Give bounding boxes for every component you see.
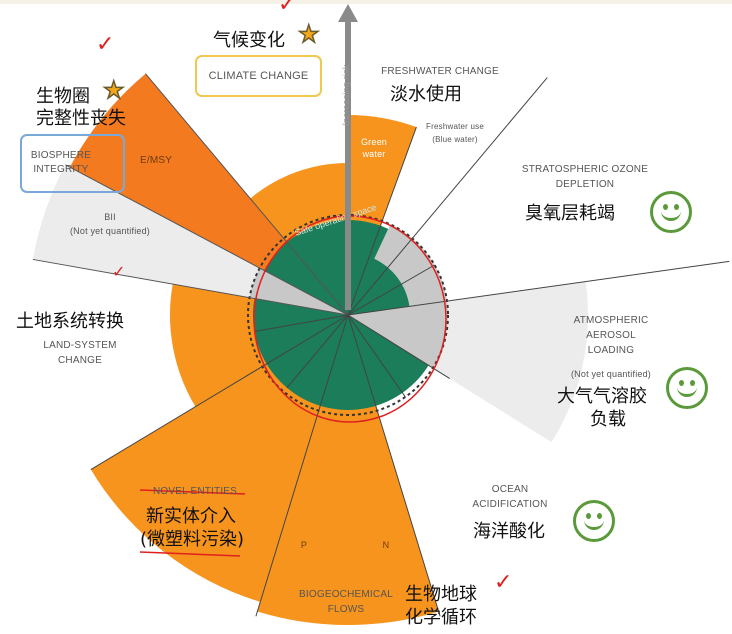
novel-entities-wedge [90, 315, 349, 602]
biogeo-cn-line2: 化学循环 [405, 607, 477, 628]
bii-label: BII [104, 212, 116, 222]
sector-divider-line [347, 260, 730, 316]
sector-divider-line [347, 77, 548, 316]
ozone-cn-label: 臭氧层耗竭 [525, 203, 615, 224]
smiley-icon [666, 367, 708, 409]
sector-divider-line [90, 314, 349, 470]
blue-water-line2: (Blue water) [432, 135, 478, 144]
top-band [0, 0, 732, 4]
novel-cn-line1: 新实体介入 [146, 506, 236, 527]
green-water-line2: water [362, 149, 386, 159]
check-mark-icon: ✓ [112, 262, 126, 281]
climate-cn-label: 气候变化 [213, 30, 285, 51]
smiley-icon [650, 191, 692, 233]
star-icon: ★ [102, 76, 125, 104]
sector-divider-line [347, 314, 441, 617]
ocean-label-1: OCEAN [491, 484, 529, 495]
land-label-1: LAND-SYSTEM [43, 340, 117, 351]
sector-divider-line [254, 314, 349, 332]
freshwater-cn-label: 淡水使用 [390, 84, 462, 105]
biosphere-cn-line1: 生物圈 [36, 86, 90, 107]
bii-note: (Not yet quantified) [69, 226, 151, 236]
aerosol-note: (Not yet quantified) [570, 369, 652, 379]
smiley-icon [573, 500, 615, 542]
emsy-label: E/MSY [140, 155, 173, 166]
aerosol-cn-line2: 负载 [590, 409, 626, 430]
aerosol-core-wedge [348, 301, 448, 368]
freshwater-change-label: FRESHWATER CHANGE [381, 66, 499, 77]
freshwater-grey-ring [374, 224, 448, 307]
ozone-label-1: STRATOSPHERIC OZONE [521, 164, 649, 175]
increasing-risk-arrow-icon [338, 4, 358, 310]
sector-divider-line [347, 314, 406, 398]
sector-divider-line [347, 314, 451, 380]
sector-divider-line [145, 73, 349, 316]
check-mark-icon: ✓ [96, 32, 115, 57]
sector-divider-line [255, 314, 349, 617]
blue-water-line1: Freshwater use [426, 122, 484, 131]
aerosol-label-2: AEROSOL [586, 330, 636, 341]
increasing-risk-label: Increasing risk [341, 64, 351, 126]
aerosol-label-1: ATMOSPHERIC [573, 315, 649, 326]
biosphere-label-1: BIOSPHERE [30, 150, 92, 161]
sector-divider-line [286, 314, 349, 389]
land-cn-label: 土地系统转换 [16, 311, 124, 332]
sector-divider-line [347, 126, 417, 316]
climate-change-label: CLIMATE CHANGE [208, 70, 309, 82]
sector-divider-line [347, 264, 435, 316]
green-water-line1: Green [360, 137, 387, 147]
novel-cn-line2: (微塑料污染) [140, 529, 245, 550]
ocean-label-2: ACIDIFICATION [472, 499, 548, 510]
biogeo-cn-line1: 生物地球 [405, 584, 477, 605]
bii-core-wedge [249, 268, 348, 315]
check-mark-icon: ✓ [278, 0, 297, 17]
sector-divider-line [32, 258, 349, 316]
p-label: P [300, 540, 308, 550]
ocean-cn-label: 海洋酸化 [473, 521, 545, 542]
aerosol-cn-line1: 大气气溶胶 [557, 386, 647, 407]
climate-change-box: CLIMATE CHANGE [195, 55, 322, 97]
aerosol-label-3: LOADING [587, 345, 635, 356]
biogeo-label-1: BIOGEOCHEMICAL [299, 589, 393, 600]
n-label: N [382, 540, 390, 550]
land-label-2: CHANGE [58, 355, 102, 366]
biosphere-label-2: INTEGRITY [33, 164, 89, 175]
ozone-label-2: DEPLETION [555, 179, 615, 190]
handwritten-underline [139, 489, 246, 495]
sector-divider-line [65, 164, 349, 316]
handwritten-underline [139, 551, 241, 557]
biogeo-label-2: FLOWS [327, 604, 365, 615]
check-mark-icon: ✓ [494, 570, 513, 595]
biosphere-cn-line2: 完整性丧失 [36, 108, 126, 129]
star-icon: ★ [297, 20, 320, 48]
novel-entities-label: NOVEL ENTITIES [152, 486, 238, 497]
biosphere-integrity-box: BIOSPHERE INTEGRITY [20, 134, 125, 193]
